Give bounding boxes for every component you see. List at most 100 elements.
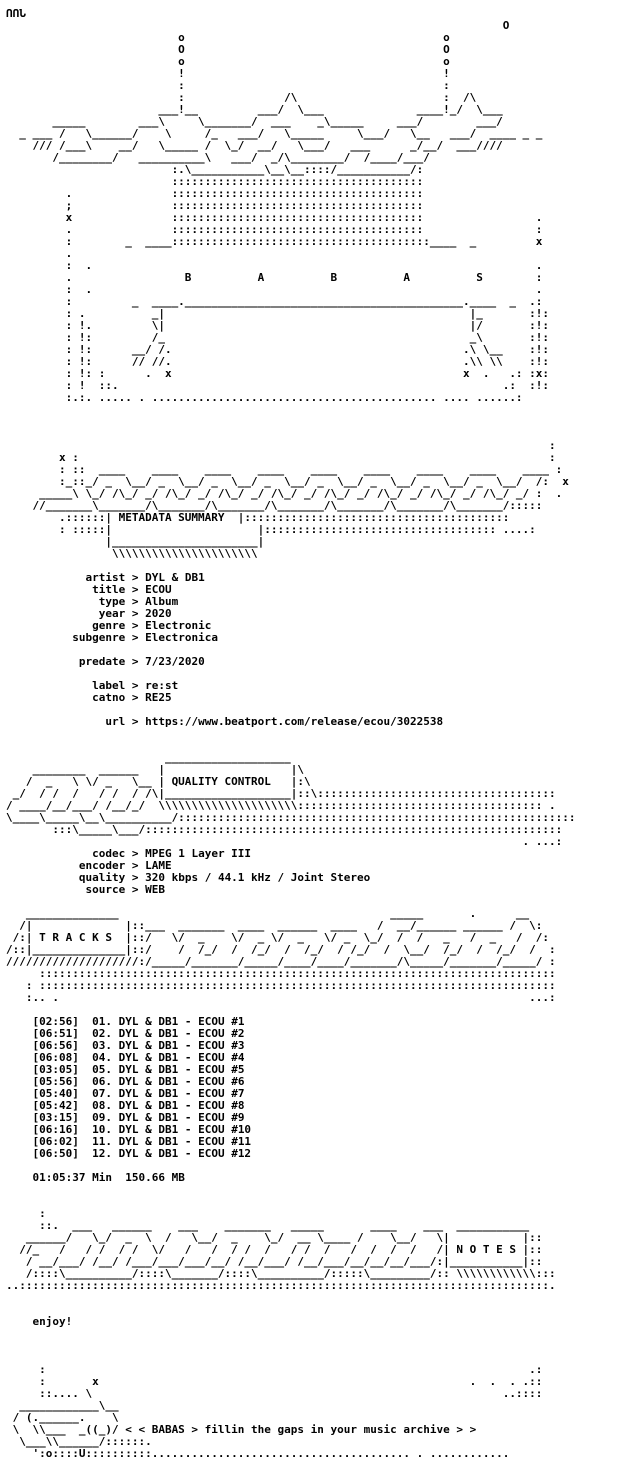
track-title: DYL & DB1 - ECOU #6: [111, 1075, 245, 1088]
notes-text: enjoy!: [6, 1315, 73, 1328]
notes-banner-art: /::::\__________/::::\_______/::::\_____…: [6, 1267, 556, 1280]
quality-codec-value: MPEG 1 Layer III: [145, 847, 252, 860]
header-ascii-art: : _ ____._______________________________…: [6, 295, 543, 308]
track-duration: [06:02]: [6, 1135, 79, 1148]
quality-banner-art: _/ / / / / / / /\|___________________|::…: [6, 787, 556, 800]
track-title: DYL & DB1 - ECOU #2: [111, 1027, 245, 1040]
header-ascii-art: : !: /_ _\ :!:: [6, 331, 550, 344]
footer-ascii-art: ____________\__: [6, 1399, 119, 1412]
tracks-total: 01:05:37 Min 150.66 MB: [6, 1172, 640, 1184]
quality-encoder: encoder > LAME: [6, 859, 172, 872]
meta-artist-label: artist: [6, 571, 126, 584]
track-number: 12.: [78, 1147, 112, 1160]
nfo-line: [6, 416, 640, 428]
track-number: 03.: [78, 1039, 112, 1052]
nfo-line: [6, 1196, 640, 1208]
track-row: [05:40] 07. DYL & DB1 - ECOU #7: [6, 1088, 640, 1100]
quality-codec: codec > MPEG 1 Layer III: [6, 847, 252, 860]
meta-genre-value: Electronic: [145, 619, 212, 632]
header-ascii-art: o o: [6, 55, 450, 68]
track-title: DYL & DB1 - ECOU #9: [111, 1111, 245, 1124]
quality-banner-art: :::\_____\___/::::::::::::::::::::::::::…: [6, 823, 563, 836]
track-title: DYL & DB1 - ECOU #5: [111, 1063, 245, 1076]
header-ascii-art: /________/ __________\ ___/ _/\________/…: [6, 151, 430, 164]
header-ascii-art: . B A B A S :: [6, 271, 543, 284]
track-row: [06:51] 02. DYL & DB1 - ECOU #2: [6, 1028, 640, 1040]
meta-predate-label: predate: [6, 655, 126, 668]
meta-url-value[interactable]: https://www.beatport.com/release/ecou/30…: [145, 715, 444, 728]
tracks-banner-art: /| |::___ _______ ____ ______ ____ / __/…: [6, 919, 543, 932]
meta-genre: genre > Electronic: [6, 619, 212, 632]
footer-ascii-art: ':o::::U::::::::::......................…: [6, 1447, 510, 1460]
track-duration: [06:08]: [6, 1051, 79, 1064]
track-title: DYL & DB1 - ECOU #12: [111, 1147, 252, 1160]
meta-genre-label: genre: [6, 619, 126, 632]
header-ascii-art: ___!__ ___/ \___ ____!_/ \___: [6, 103, 503, 116]
nfo-line: [6, 404, 640, 416]
track-number: 06.: [78, 1075, 112, 1088]
quality-banner-art: / ____/__/___/ /__/_/ \\\\\\\\\\\\\\\\\\…: [6, 799, 556, 812]
nfo-line: [6, 1184, 640, 1196]
header-ascii-art: :.:. ..... . ...........................…: [6, 391, 523, 404]
header-ascii-art: . ::::::::::::::::::::::::::::::::::::::…: [6, 223, 543, 236]
meta-url[interactable]: url > https://www.beatport.com/release/e…: [6, 715, 444, 728]
notes-banner-art: ..::::::::::::::::::::::::::::::::::::::…: [6, 1279, 556, 1292]
metadata-banner-art: //_______\_______/\_______/\_______/\___…: [6, 499, 543, 512]
track-number: 04.: [78, 1051, 112, 1064]
quality-codec-label: codec: [6, 847, 126, 860]
track-row: [06:02] 11. DYL & DB1 - ECOU #11: [6, 1136, 640, 1148]
meta-type: type > Album: [6, 595, 179, 608]
header-ascii-art: : :: [6, 79, 450, 92]
nfo-line: [6, 1304, 640, 1316]
header-ascii-art: : !: : . x x . .: :x:: [6, 367, 550, 380]
meta-subgenre-value: Electronica: [145, 631, 218, 644]
footer-ascii-art: / (.______. \: [6, 1411, 119, 1424]
track-row: [06:16] 10. DYL & DB1 - ECOU #10: [6, 1124, 640, 1136]
header-ascii-art: : . .: [6, 283, 543, 296]
metadata-banner-art: _____\ \_/ /\_/ _/ /\_/ _/ /\_/ _/ /\_/ …: [6, 487, 563, 500]
footer-tagline: \ \\___ _((_)/ < < BABAS > fillin the ga…: [6, 1423, 477, 1436]
track-title: DYL & DB1 - ECOU #10: [111, 1123, 252, 1136]
footer-ascii-art: \___\\______/::::::.: [6, 1435, 152, 1448]
track-row: [06:08] 04. DYL & DB1 - ECOU #4: [6, 1052, 640, 1064]
footer-ascii-art: : x . . . .::: [6, 1375, 543, 1388]
total-size: 150.66 MB: [111, 1171, 185, 1184]
track-row: [02:56] 01. DYL & DB1 - ECOU #1: [6, 1016, 640, 1028]
meta-type-value: Album: [145, 595, 179, 608]
track-number: 09.: [78, 1111, 112, 1124]
tracks-section-title: /:| T R A C K S |::/ \/ _ \/ _ \/ _ \/ _…: [6, 931, 550, 944]
track-row: [03:15] 09. DYL & DB1 - ECOU #9: [6, 1112, 640, 1124]
header-ascii-art: ::::::::::::::::::::::::::::::::::::::: [6, 175, 424, 188]
track-duration: [05:42]: [6, 1099, 79, 1112]
track-duration: [06:51]: [6, 1027, 79, 1040]
meta-year-label: year: [6, 607, 126, 620]
nfo-line: [6, 1292, 640, 1304]
track-row: [05:42] 08. DYL & DB1 - ECOU #8: [6, 1100, 640, 1112]
header-ascii-art: :.\___________\__\__::::/___________/:: [6, 163, 424, 176]
meta-subgenre: subgenre > Electronica: [6, 631, 218, 644]
track-duration: [03:05]: [6, 1063, 79, 1076]
footer-ascii-art: ::.... \ ..::::: [6, 1387, 543, 1400]
track-number: 10.: [78, 1123, 112, 1136]
meta-predate: predate > 7/23/2020: [6, 655, 205, 668]
header-ascii-art: x ::::::::::::::::::::::::::::::::::::::…: [6, 211, 543, 224]
metadata-banner-art: :_::_/ _ \__/ _ \__/ _ \__/ _ \__/ _ \__…: [6, 475, 569, 488]
header-ascii-art: o o: [6, 31, 450, 44]
quality-banner-art: ___________________: [6, 751, 291, 764]
track-title: DYL & DB1 - ECOU #8: [111, 1099, 245, 1112]
header-ascii-art: /// /___\ __/ \_____ / \_/ __/ \___/ ___…: [6, 139, 510, 152]
header-ascii-art: : /\ : /\: [6, 91, 477, 104]
metadata-banner-art: \\\\\\\\\\\\\\\\\\\\\\: [6, 547, 258, 560]
notes-banner-art: / __/___/ /__/ /___/___/___/__/ /__/___/…: [6, 1255, 543, 1268]
quality-bitrate-label: quality: [6, 871, 126, 884]
meta-year: year > 2020: [6, 607, 172, 620]
quality-source: source > WEB: [6, 883, 165, 896]
meta-predate-value: 7/23/2020: [145, 655, 205, 668]
notes-banner-art: ::. ___ ______ ___ _______ _____ ____ __…: [6, 1219, 530, 1232]
tracks-banner-art: /::|______________|::/ / /_/ / /_/ / /_/…: [6, 943, 563, 956]
track-number: 07.: [78, 1087, 112, 1100]
track-duration: [06:50]: [6, 1147, 79, 1160]
tracks-banner-art: ::::::::::::::::::::::::::::::::::::::::…: [6, 967, 556, 980]
track-duration: [05:40]: [6, 1087, 79, 1100]
